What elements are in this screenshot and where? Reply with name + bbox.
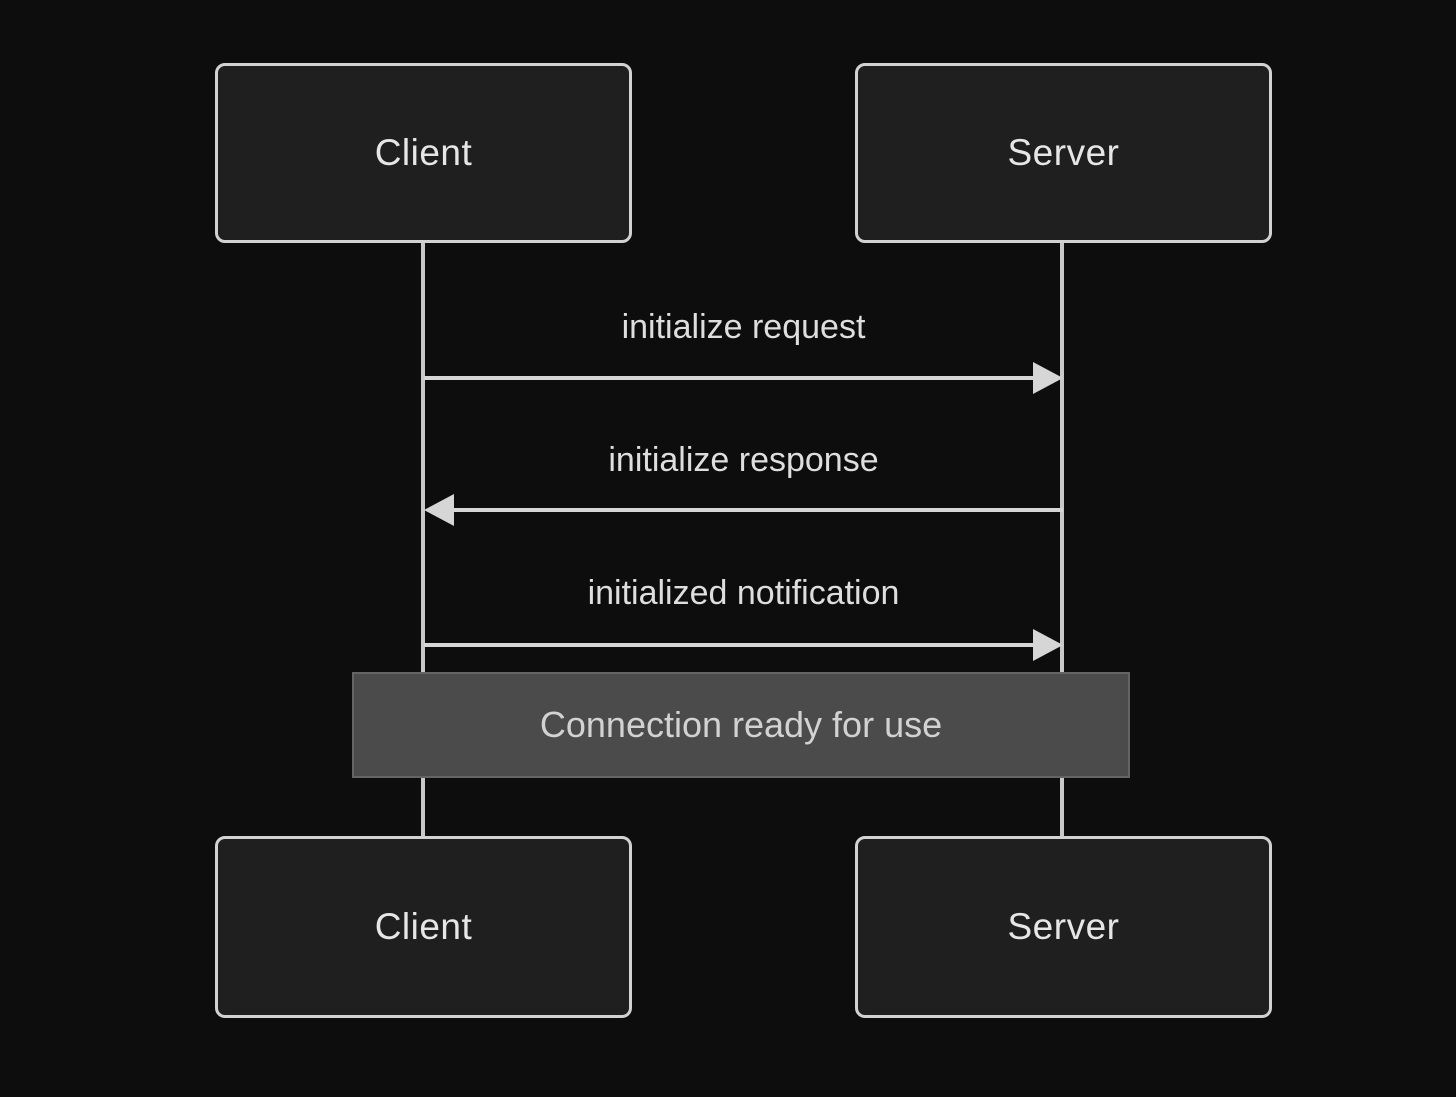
message-line-initialize-request (424, 376, 1059, 380)
actor-box-server-top: Server (855, 63, 1272, 243)
actor-label-server-top: Server (1007, 132, 1120, 173)
message-line-initialized-notification (424, 643, 1059, 647)
arrowhead-right-icon (1033, 629, 1063, 661)
arrowhead-left-icon (424, 494, 454, 526)
note-label: Connection ready for use (539, 704, 943, 745)
message-label-initialize-response: initialize response (608, 441, 879, 479)
actor-label-server-bottom: Server (1007, 906, 1120, 947)
note-connection-ready: Connection ready for use (352, 672, 1130, 778)
lifeline-client (421, 243, 425, 836)
actor-label-client-top: Client (374, 132, 473, 173)
actor-box-server-bottom: Server (855, 836, 1272, 1018)
actor-box-client-top: Client (215, 63, 632, 243)
actor-label-client-bottom: Client (374, 906, 473, 947)
arrowhead-right-icon (1033, 362, 1063, 394)
message-label-initialize-request: initialize request (621, 308, 866, 346)
message-line-initialize-response (428, 508, 1063, 512)
actor-box-client-bottom: Client (215, 836, 632, 1018)
message-label-initialized-notification: initialized notification (587, 574, 900, 612)
lifeline-server (1060, 243, 1064, 836)
